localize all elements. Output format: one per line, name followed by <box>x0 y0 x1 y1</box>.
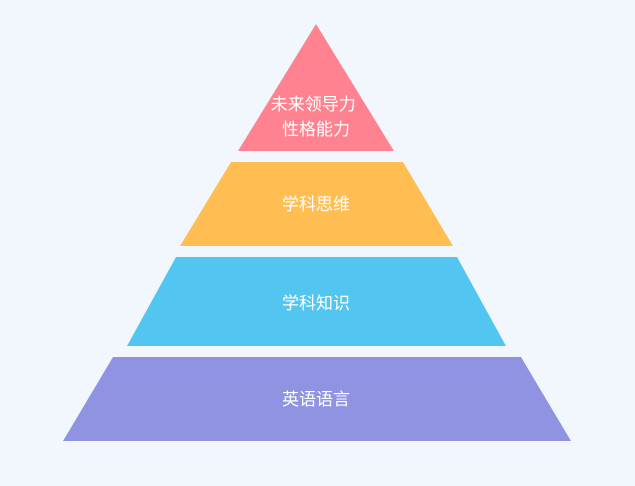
pyramid-level-1-label-line-2: 性格能力 <box>282 120 350 140</box>
pyramid-level-3-label: 学科知识 <box>282 294 350 314</box>
pyramid-level-1: 未来领导力 性格能力 <box>238 24 394 151</box>
pyramid-level-1-label: 未来领导力 性格能力 <box>271 95 361 140</box>
pyramid-level-4-shape <box>63 357 571 441</box>
pyramid-level-4: 英语语言 <box>63 357 571 441</box>
pyramid-level-3: 学科知识 <box>127 257 506 346</box>
pyramid-level-2: 学科思维 <box>180 162 453 246</box>
pyramid-level-1-shape <box>238 24 394 151</box>
pyramid-level-2-label: 学科思维 <box>282 195 350 215</box>
pyramid-level-4-label: 英语语言 <box>282 390 350 410</box>
pyramid-level-1-label-line-1: 未来领导力 <box>271 95 356 115</box>
pyramid-level-2-shape <box>180 162 453 246</box>
pyramid-level-3-shape <box>127 257 506 346</box>
